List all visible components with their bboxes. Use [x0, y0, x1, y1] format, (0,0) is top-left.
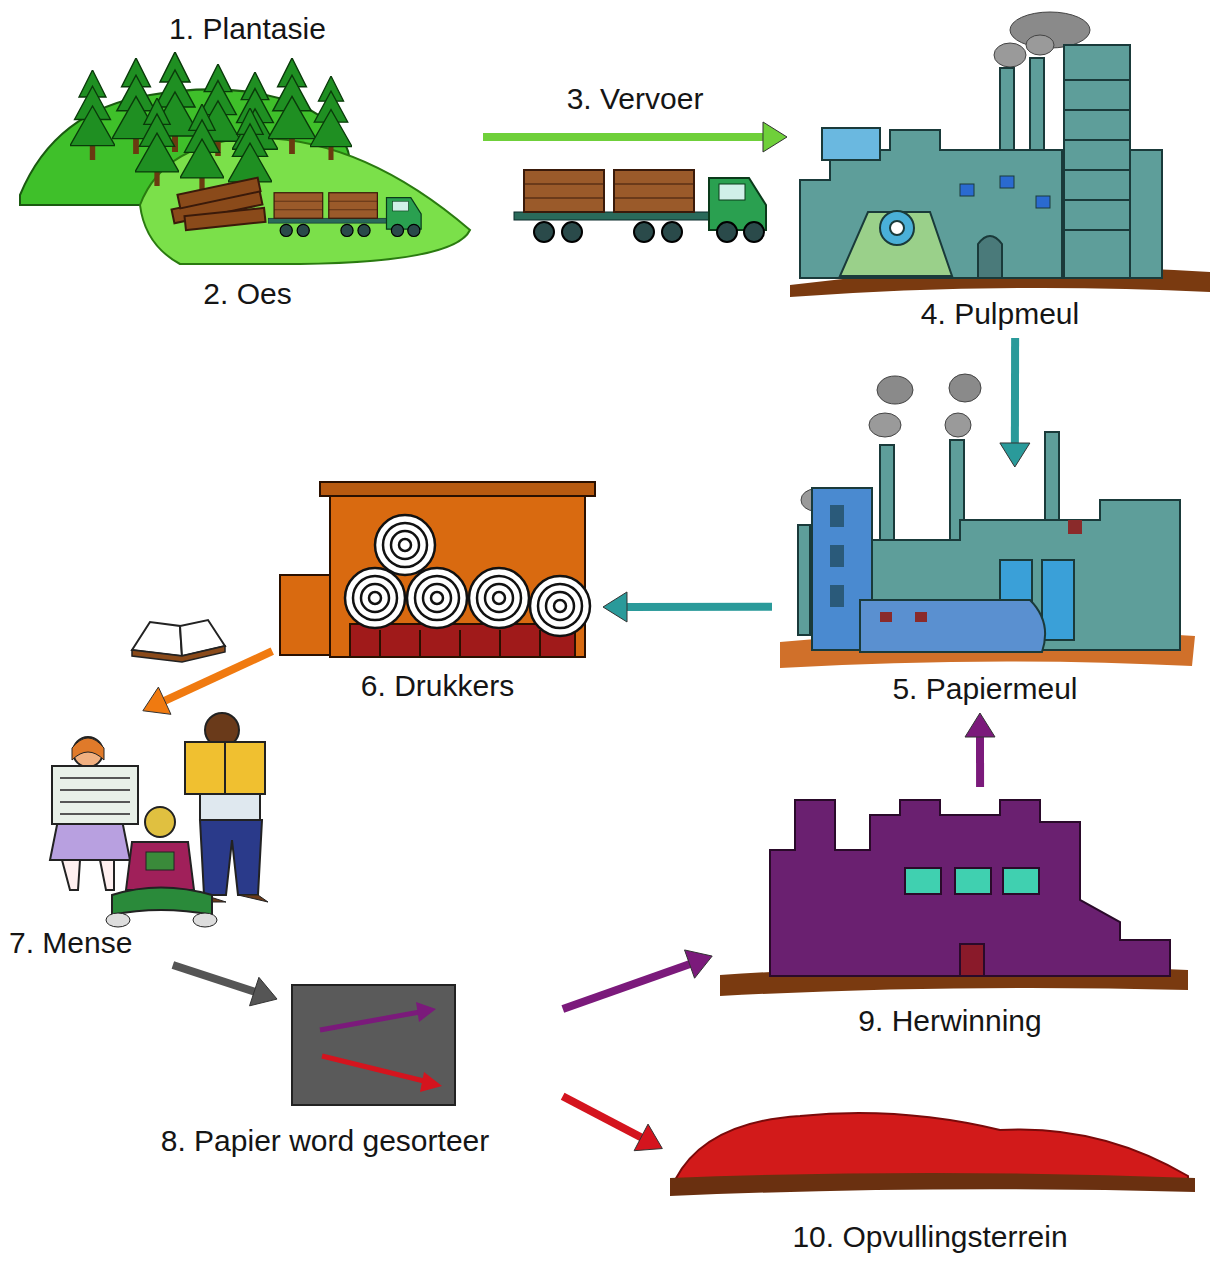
- arrow-shaft: [173, 965, 256, 992]
- arrow-shaft: [483, 133, 765, 141]
- arrow-shaft: [563, 963, 692, 1009]
- arrow-head: [965, 713, 995, 737]
- station-label: 2. Oes: [203, 277, 291, 312]
- station-label: 8. Papier word gesorteer: [161, 1124, 490, 1159]
- station-label: 6. Drukkers: [361, 669, 514, 704]
- edge-label: 3. Vervoer: [563, 82, 708, 117]
- flow-arrow: [603, 592, 772, 622]
- flow-arrow: [483, 122, 787, 152]
- station-label: 4. Pulpmeul: [921, 297, 1079, 332]
- arrow-shaft: [976, 735, 984, 787]
- paper-mill-picture: [780, 374, 1195, 668]
- arrow-head: [603, 592, 627, 622]
- plantation-station: 1. Plantasie 2. Oes: [15, 10, 480, 315]
- people-picture: [50, 713, 268, 927]
- arrow-head: [634, 1124, 662, 1151]
- arrow-head: [1000, 443, 1030, 467]
- flow-arrow: [143, 651, 272, 714]
- flow-arrow: [563, 1096, 663, 1150]
- arrow-head: [250, 977, 277, 1006]
- station-label: 10. Opvullingsterrein: [792, 1220, 1067, 1255]
- paper-mill-station: 5. Papiermeul: [775, 470, 1195, 710]
- trees: [70, 52, 352, 196]
- recycling-picture: [720, 800, 1188, 996]
- hill: [140, 138, 470, 264]
- arrow-shaft: [1011, 338, 1019, 445]
- pulp-mill-station: 4. Pulpmeul: [790, 5, 1210, 335]
- station-label: 5. Papiermeul: [892, 672, 1077, 707]
- sorting-picture: [292, 985, 455, 1105]
- plantation-picture: [20, 52, 470, 264]
- arrow-shaft: [563, 1096, 643, 1138]
- pulp-mill-picture: [790, 12, 1210, 297]
- arrow-shaft: [163, 651, 272, 701]
- arrow-head: [763, 122, 787, 152]
- book-icon: [132, 620, 225, 662]
- printers-picture: [280, 482, 595, 657]
- flow-arrow: [1000, 338, 1030, 467]
- landfill-picture: [670, 1113, 1195, 1196]
- truck: [268, 193, 421, 237]
- flow-arrow: [965, 713, 995, 787]
- printers-station: 6. Drukkers: [275, 475, 600, 707]
- people-station: 7. Mense: [5, 712, 295, 964]
- landfill-station: 10. Opvullingsterrein: [665, 1095, 1195, 1258]
- flow-arrow: [173, 965, 277, 1006]
- logs: [172, 178, 266, 231]
- flow-arrow: [563, 950, 712, 1009]
- sorting-station: 8. Papier word gesorteer: [90, 1000, 560, 1162]
- recycling-station: 9. Herwinning: [715, 790, 1185, 1042]
- truck: [514, 170, 766, 242]
- station-label: 9. Herwinning: [858, 1004, 1041, 1039]
- station-label: 7. Mense: [9, 926, 132, 961]
- arrow-head: [143, 687, 171, 714]
- arrow-shaft: [625, 603, 772, 611]
- station-label: 1. Plantasie: [169, 12, 326, 47]
- arrow-head: [685, 950, 713, 978]
